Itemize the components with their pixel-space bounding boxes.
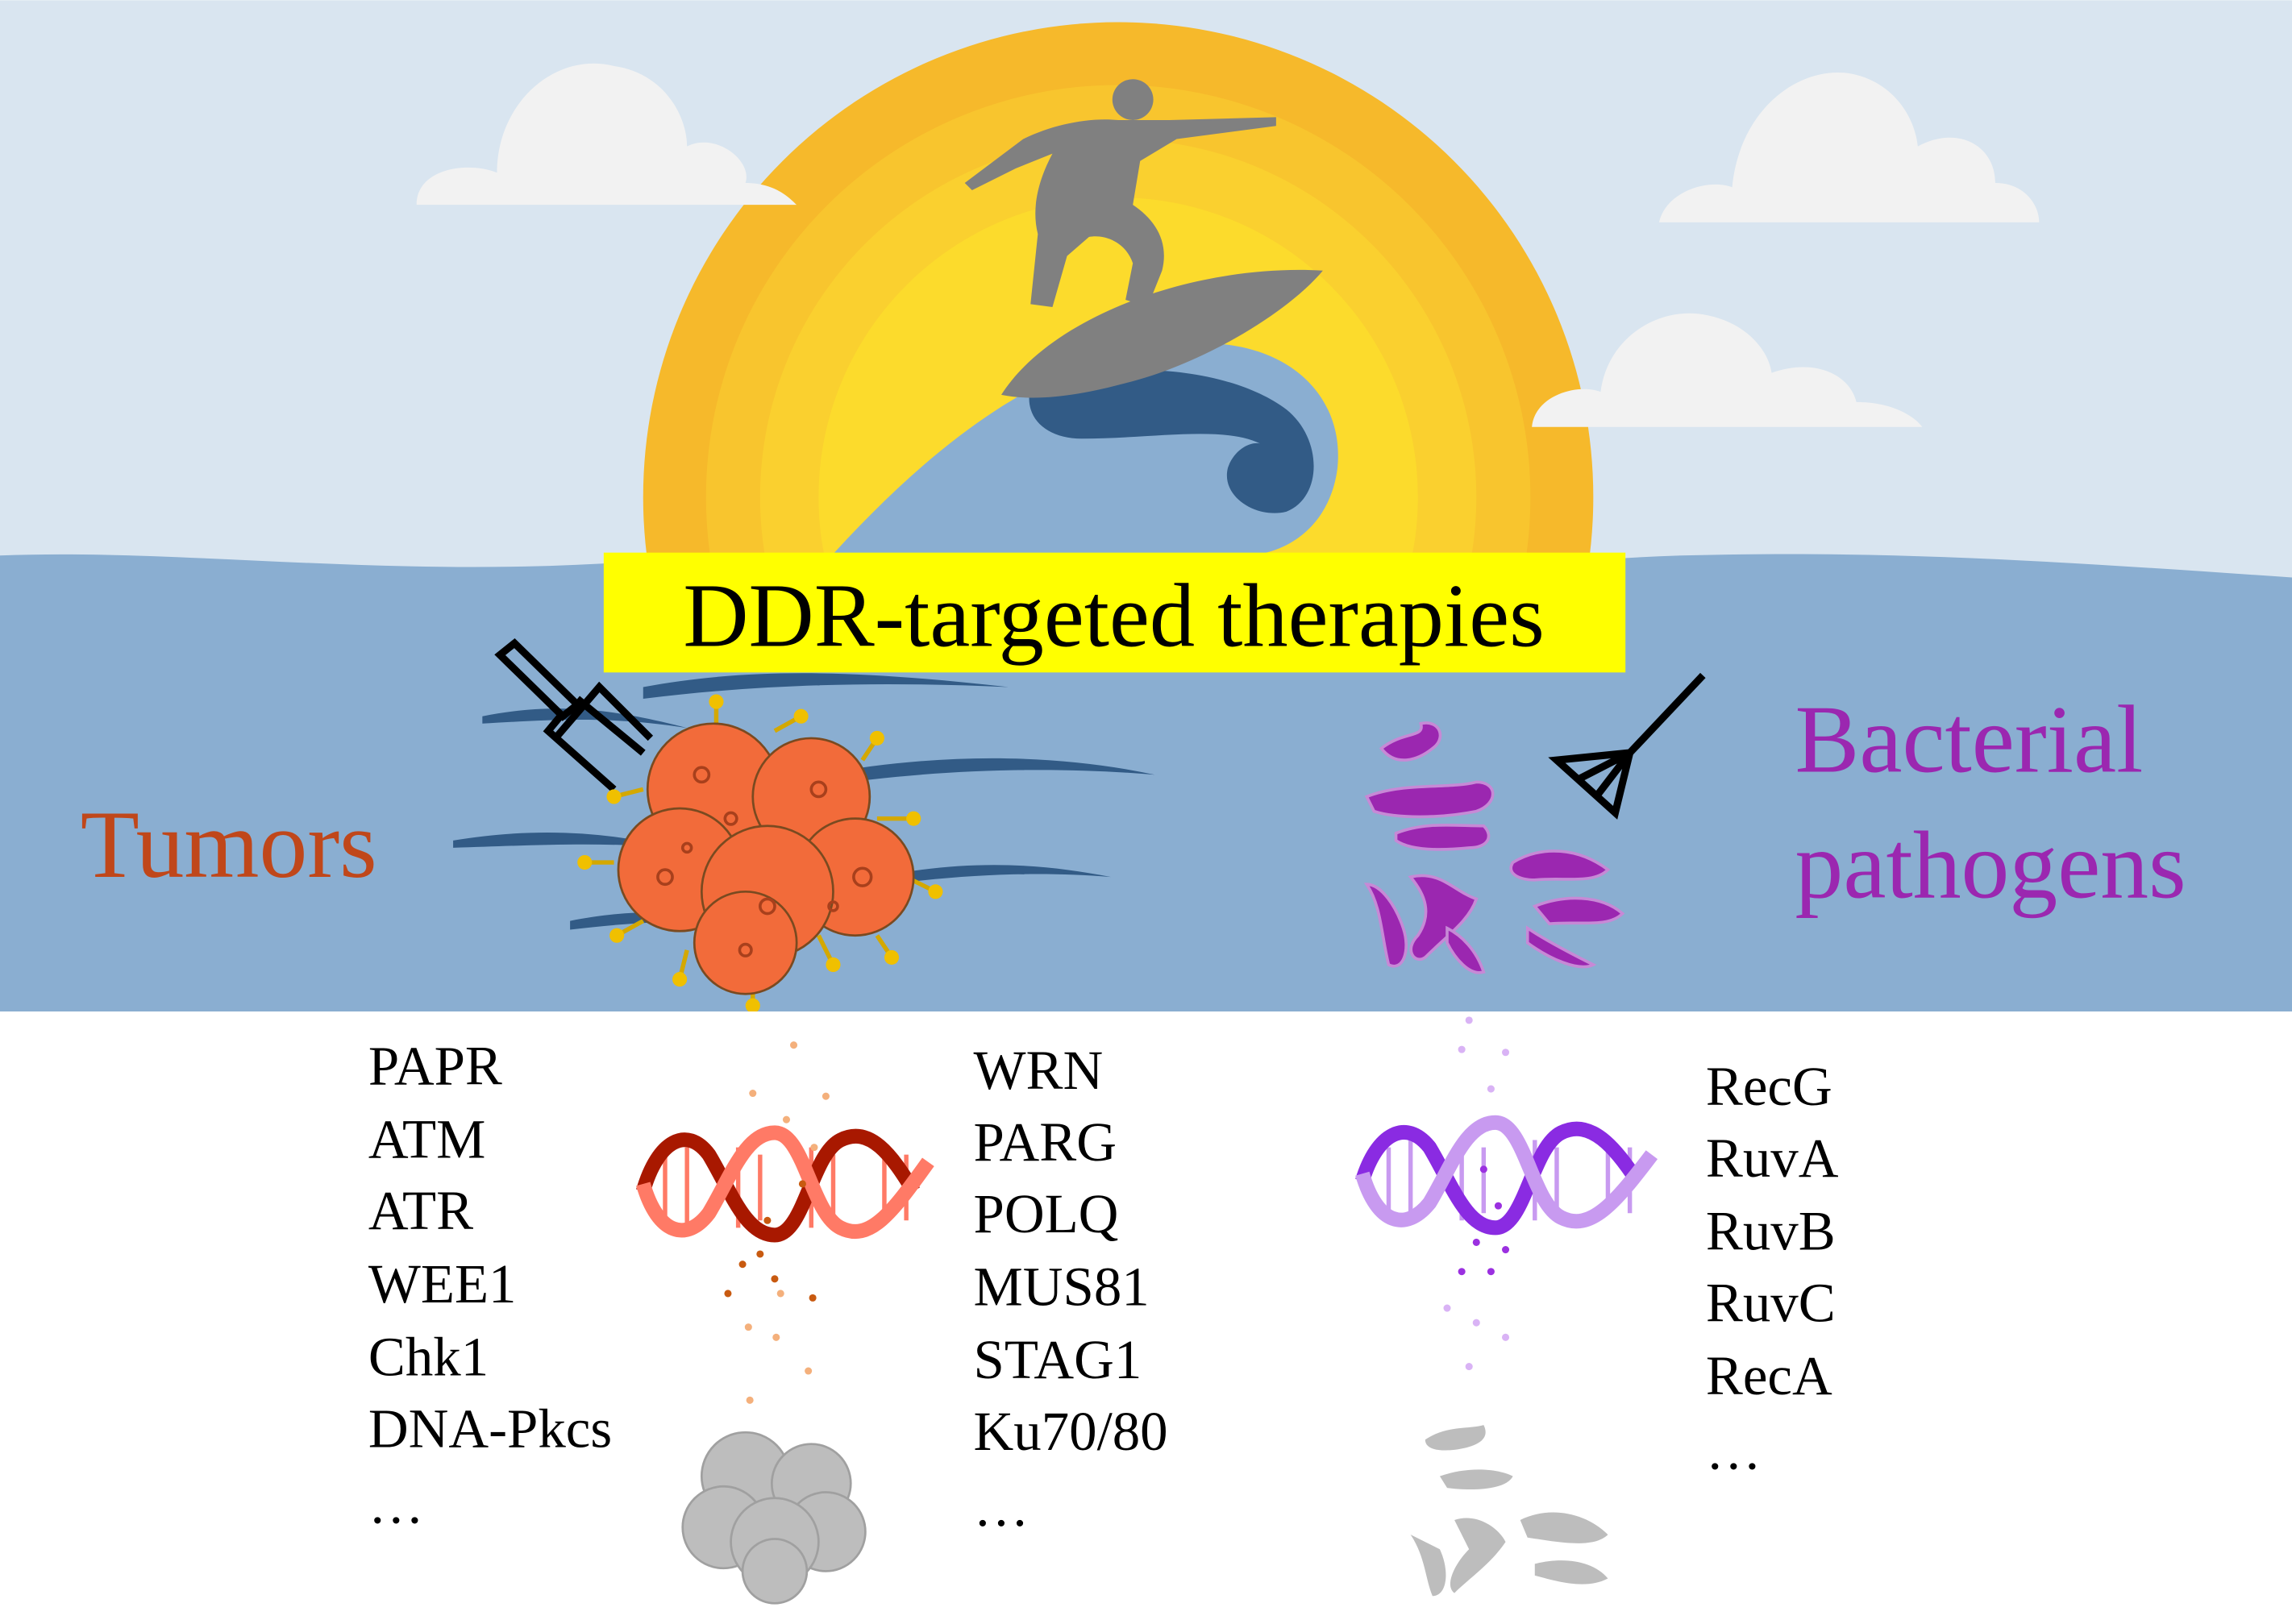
target-item: STAG1: [974, 1329, 1142, 1390]
target-item: …: [1706, 1420, 1762, 1481]
bacterial-target-list: RecG RuvA RuvB RuvC RecA …: [1706, 1056, 1839, 1481]
cloud-icon: [416, 63, 797, 206]
target-item: …: [368, 1474, 424, 1535]
dna-red-icon: [636, 1125, 934, 1243]
bottom-panel: [0, 1011, 2292, 1624]
cloud-icon: [1658, 72, 2040, 222]
dna-purple-icon: [1355, 1115, 1658, 1236]
target-item: …: [974, 1477, 1030, 1538]
target-item: RuvA: [1706, 1128, 1839, 1189]
dna-fragments-purple: [1443, 1016, 1510, 1371]
wave-curl: [1029, 370, 1314, 513]
target-item: ATM: [368, 1108, 485, 1169]
tumors-label: Tumors: [81, 791, 377, 898]
title-highlight: [603, 552, 1626, 673]
target-item: Chk1: [368, 1326, 489, 1387]
target-item: POLQ: [974, 1183, 1119, 1244]
target-item: WEE1: [368, 1253, 517, 1315]
sea: [0, 554, 2292, 1011]
target-item: Ku70/80: [974, 1401, 1168, 1462]
fork-icon: [494, 638, 654, 792]
target-item: WRN: [974, 1040, 1104, 1101]
gray-bacteria-icon: [1410, 1425, 1608, 1597]
dna-fragments-red: [724, 1041, 830, 1404]
target-item: ATR: [368, 1180, 473, 1241]
gray-tumor-icon: [681, 1431, 867, 1605]
tumor-cluster-icon: [577, 694, 943, 1013]
bacteria-icon: [1363, 721, 1625, 974]
target-item: PARG: [974, 1111, 1117, 1173]
target-item: PAPR: [368, 1036, 502, 1097]
target-item: RecA: [1706, 1345, 1832, 1406]
bacterial-label: Bacterial: [1795, 686, 2144, 793]
target-item: RecG: [1706, 1056, 1832, 1117]
target-item: DNA-Pkcs: [368, 1398, 612, 1459]
target-item: MUS81: [974, 1256, 1150, 1317]
tumor-target-list: PAPR ATM ATR WEE1 Chk1 DNA-Pkcs …: [368, 1036, 612, 1535]
cloud-icon: [1532, 313, 1923, 427]
title: DDR-targeted therapies: [683, 567, 1545, 667]
rake-icon: [1548, 672, 1706, 820]
pathogens-label: pathogens: [1795, 812, 2186, 919]
surfer-icon: [964, 79, 1323, 398]
target-item: RuvB: [1706, 1201, 1836, 1262]
target-item: RuvC: [1706, 1272, 1836, 1333]
tumor-target-list-2: WRN PARG POLQ MUS81 STAG1 Ku70/80 …: [974, 1040, 1168, 1538]
